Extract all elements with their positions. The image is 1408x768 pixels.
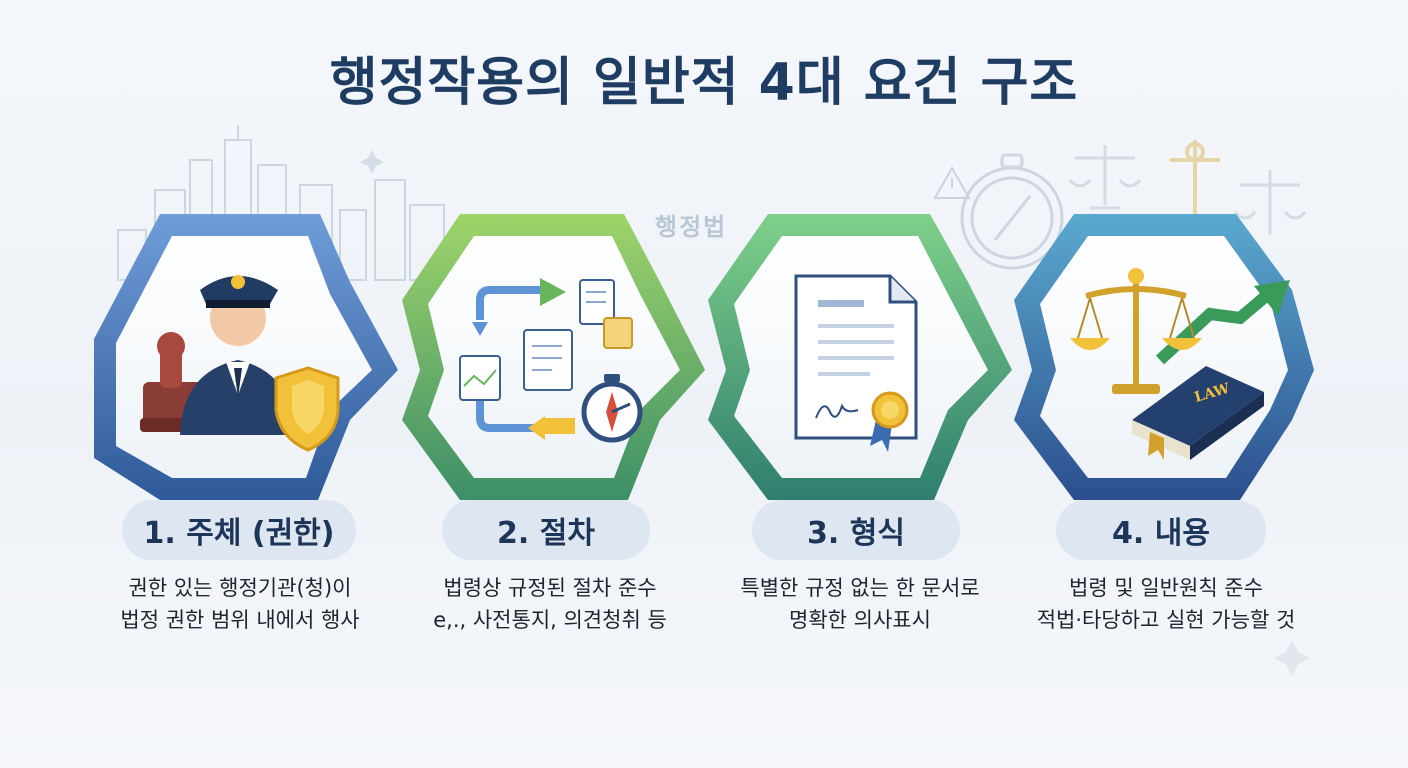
step-4-description: 법령 및 일반원칙 준수 적법·타당하고 실현 가능할 것 xyxy=(1006,572,1326,636)
sparkle-icon xyxy=(360,150,1310,676)
page-title: 행정작용의 일반적 4대 요건 구조 xyxy=(329,53,1079,113)
step-4-line-2: 적법·타당하고 실현 가능할 것 xyxy=(1036,608,1296,632)
procedure-flow-stopwatch-icon xyxy=(459,278,643,443)
step-1-line-2: 법정 권한 범위 내에서 행사 xyxy=(120,608,360,632)
step-1-label: 1. 주체 (권한) xyxy=(122,500,356,560)
step-2-label: 2. 절차 xyxy=(442,500,650,560)
step-2-octagon xyxy=(402,214,705,500)
step-3-label: 3. 형식 xyxy=(752,500,960,560)
step-1-line-1: 권한 있는 행정기관(청)이 xyxy=(128,576,352,600)
triangle-warning-icon xyxy=(933,165,971,199)
step-2-line-2: e,., 사전통지, 의견청취 등 xyxy=(433,608,667,632)
step-2-description: 법령상 규정된 절차 준수 e,., 사전통지, 의견청취 등 xyxy=(390,572,710,636)
watermark-text: 행정법 xyxy=(655,213,728,241)
signed-document-seal-icon xyxy=(794,274,918,452)
step-1-octagon xyxy=(94,214,398,500)
step-1-description: 권한 있는 행정기관(청)이 법정 권한 범위 내에서 행사 xyxy=(80,572,400,636)
compass-outline-icon xyxy=(960,153,1064,270)
scales-law-book-icon: LAW xyxy=(1070,268,1290,460)
officer-shield-stamp-icon xyxy=(140,275,340,452)
step-4-line-1: 법령 및 일반원칙 준수 xyxy=(1069,576,1263,600)
gold-scale-faint-icon xyxy=(1170,140,1220,215)
step-3-line-1: 특별한 규정 없는 한 문서로 xyxy=(740,576,980,600)
balance-scale-outline-icon xyxy=(1068,145,1307,235)
step-3-line-2: 명확한 의사표시 xyxy=(789,608,931,632)
step-2-line-1: 법령상 규정된 절차 준수 xyxy=(443,576,657,600)
step-3-description: 특별한 규정 없는 한 문서로 명확한 의사표시 xyxy=(700,572,1020,636)
step-4-octagon: LAW xyxy=(1014,214,1314,500)
step-3-octagon xyxy=(708,214,1012,500)
step-4-label: 4. 내용 xyxy=(1056,500,1266,560)
